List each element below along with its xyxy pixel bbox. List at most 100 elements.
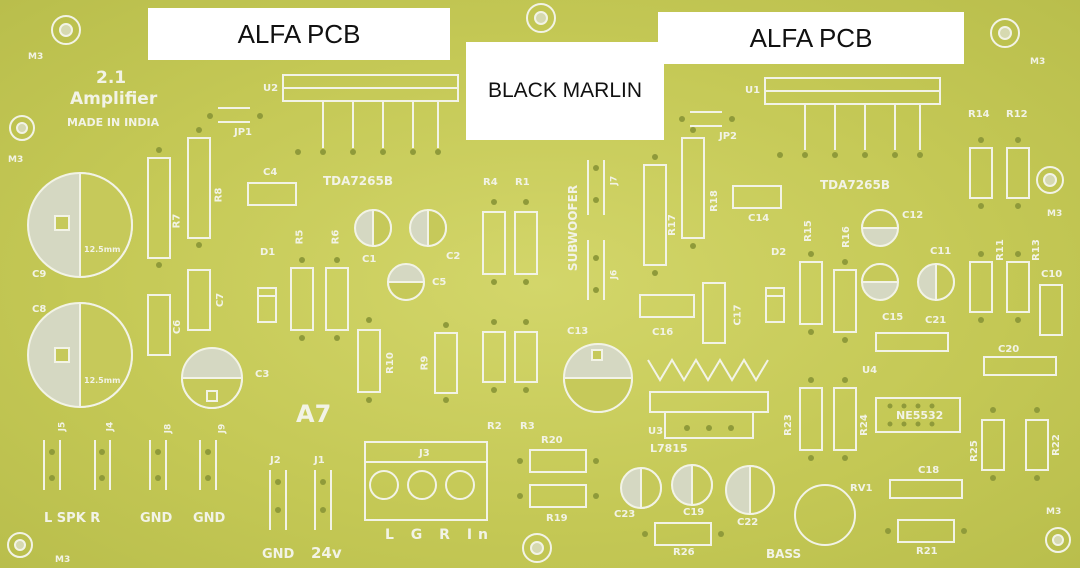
model-name-label: BLACK MARLIN — [466, 42, 664, 140]
ref-u1: U1 — [745, 85, 761, 96]
ref-r25: R25 — [968, 440, 980, 462]
brand-label-left-text: ALFA PCB — [237, 18, 361, 49]
ref-r18: R18 — [708, 190, 720, 212]
ref-m3-topleft: M3 — [28, 52, 44, 62]
ref-d2: D2 — [771, 247, 787, 258]
ref-jp2: JP2 — [719, 131, 738, 142]
ref-c6: C6 — [172, 319, 184, 335]
capacitor-c13 — [562, 343, 634, 413]
capacitor-c8 — [27, 301, 133, 409]
ref-r17: R17 — [666, 214, 678, 236]
ref-c3: C3 — [255, 369, 270, 380]
ic-right-name: TDA7265B — [820, 178, 890, 192]
cap-size-label-c9: 12.5mm — [84, 245, 121, 254]
small-capacitors — [354, 208, 955, 516]
bass-label: BASS — [766, 547, 802, 561]
ref-c18: C18 — [918, 465, 940, 476]
ic-left-name: TDA7265B — [323, 174, 393, 188]
solder-pads — [49, 113, 1040, 537]
headers — [43, 107, 722, 530]
ref-j2: J2 — [270, 455, 281, 466]
ref-r24: R24 — [858, 414, 870, 436]
ref-j1: J1 — [314, 455, 325, 466]
input-label: L G R In — [385, 527, 494, 543]
power-gnd-label: GND — [262, 547, 295, 562]
brand-label-left: ALFA PCB — [148, 8, 450, 60]
ref-r10: R10 — [384, 352, 396, 374]
ref-j6: J6 — [609, 269, 620, 280]
ref-m3-left: M3 — [8, 155, 24, 165]
power-voltage-label: 24v — [311, 544, 342, 562]
ref-r22: R22 — [1050, 434, 1062, 456]
ref-c21: C21 — [925, 315, 947, 326]
ref-r8: R8 — [213, 187, 225, 203]
speaker-output-label: L SPK R — [44, 511, 101, 526]
title-line3: MADE IN INDIA — [67, 116, 160, 129]
ceramic-capacitors — [147, 182, 1063, 499]
gnd-label-2: GND — [193, 511, 226, 526]
ref-r1: R1 — [515, 177, 530, 188]
ref-rv1: RV1 — [850, 483, 873, 494]
ref-c11: C11 — [930, 246, 952, 257]
brand-label-right: ALFA PCB — [658, 12, 964, 64]
mounting-holes — [7, 3, 1071, 563]
ref-u2: U2 — [263, 83, 279, 94]
ref-r26: R26 — [673, 547, 695, 558]
ref-j4: J4 — [105, 421, 116, 432]
ref-d1: D1 — [260, 247, 276, 258]
cap-size-label-c8: 12.5mm — [84, 376, 121, 385]
ref-r12: R12 — [1006, 109, 1028, 120]
ref-r5: R5 — [294, 229, 306, 245]
ref-m3-right: M3 — [1047, 209, 1063, 219]
ref-u3: U3 — [648, 426, 664, 437]
ref-c5: C5 — [432, 277, 447, 288]
regulator-name: L7815 — [650, 442, 688, 455]
ref-c12: C12 — [902, 210, 924, 221]
ref-m3-bottomright: M3 — [1046, 507, 1062, 517]
ref-r3: R3 — [520, 421, 535, 432]
ref-c19: C19 — [683, 507, 705, 518]
ref-c1: C1 — [362, 254, 377, 265]
potentiometer-rv1-outline — [794, 484, 856, 546]
ref-c17: C17 — [732, 304, 744, 326]
ref-c23: C23 — [614, 509, 636, 520]
opamp-name: NE5532 — [896, 409, 944, 422]
model-name-text: BLACK MARLIN — [487, 79, 643, 102]
ref-c15: C15 — [882, 312, 904, 323]
ref-r9: R9 — [419, 355, 431, 371]
ref-m3-bottomleft: M3 — [55, 555, 71, 565]
ref-c10: C10 — [1041, 269, 1063, 280]
ref-j5: J5 — [57, 421, 68, 432]
ref-r11: R11 — [994, 239, 1006, 261]
ref-r4: R4 — [483, 177, 498, 188]
ref-c7: C7 — [215, 292, 227, 308]
capacitor-c9 — [27, 171, 133, 279]
ref-r19: R19 — [546, 513, 568, 524]
ref-r14: R14 — [968, 109, 990, 120]
terminal-j3-outline — [364, 441, 488, 521]
title-line1: 2.1 — [96, 68, 127, 88]
ref-c16: C16 — [652, 327, 674, 338]
ref-r2: R2 — [487, 421, 502, 432]
ref-r7: R7 — [171, 213, 183, 229]
ref-c13: C13 — [567, 326, 589, 337]
ref-c14: C14 — [748, 213, 770, 224]
ref-u4: U4 — [862, 365, 878, 376]
ref-r20: R20 — [541, 435, 563, 446]
ref-r6: R6 — [330, 229, 342, 245]
ref-j7: J7 — [609, 175, 620, 186]
ref-r23: R23 — [782, 414, 794, 436]
ref-r16: R16 — [840, 226, 852, 248]
resistors — [147, 137, 1049, 546]
ref-j9: J9 — [217, 423, 228, 434]
opamp-u4-outline — [875, 397, 961, 433]
ref-r15: R15 — [802, 220, 814, 242]
ref-jp1: JP1 — [234, 127, 253, 138]
ref-c9: C9 — [32, 269, 47, 280]
ref-m3-topright: M3 — [1030, 57, 1046, 67]
ref-j8: J8 — [163, 423, 174, 434]
ref-c2: C2 — [446, 251, 461, 262]
regulator-u3-outline — [647, 358, 769, 439]
ref-r13: R13 — [1030, 239, 1042, 261]
